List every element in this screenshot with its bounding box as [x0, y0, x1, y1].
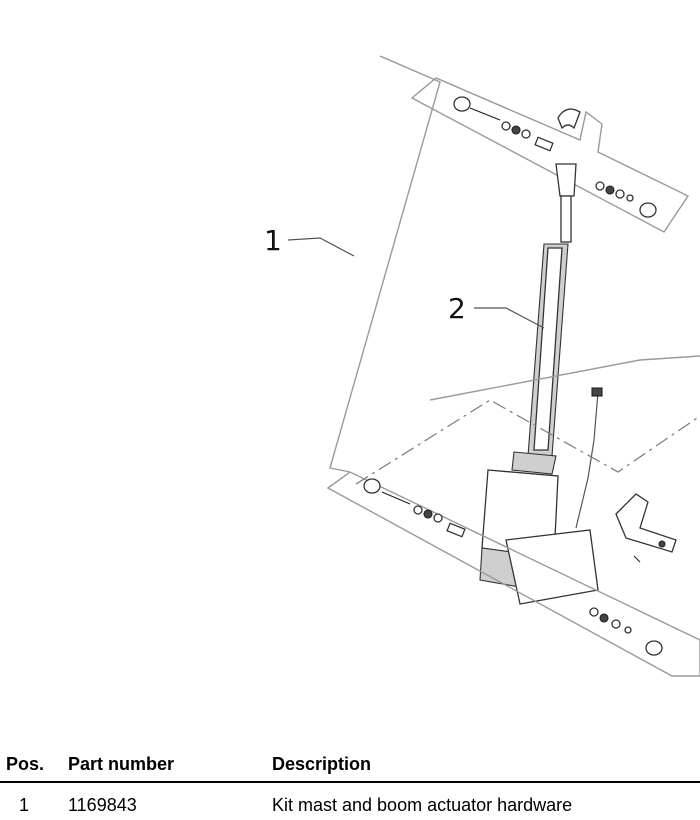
callout-leader-2 [474, 307, 545, 329]
actuator-cable [575, 391, 599, 529]
mounting-plate-reference [355, 399, 700, 485]
right-frame-outline [429, 355, 700, 401]
header-part-number: Part number [68, 752, 272, 783]
kit-boundary-outline [329, 55, 441, 473]
table-header-row: Pos. Part number Description [0, 752, 700, 783]
lower-hardware-panel [326, 471, 700, 677]
header-pos: Pos. [0, 752, 68, 783]
row-description: Kit mast and boom actuator hardware [272, 795, 573, 815]
row-pos: 1 [18, 795, 29, 815]
mounting-bracket [615, 493, 677, 563]
upper-hardware-panel [410, 77, 690, 233]
cable-connector [591, 387, 603, 397]
row-part-number: 1169843 [68, 795, 137, 815]
header-description: Description [272, 752, 700, 783]
upper-pin-assembly [453, 96, 657, 218]
parts-table: Pos. Part number Description 1 1169843 K… [0, 752, 700, 820]
callout-leader-1 [287, 237, 355, 257]
exploded-parts-diagram: 1 2 [264, 55, 700, 677]
callout-label-2: 2 [448, 292, 466, 325]
actuator [479, 163, 599, 605]
table-row: 1 1169843 Kit mast and boom actuator har… [0, 782, 700, 820]
callout-label-1: 1 [264, 224, 282, 257]
lower-pin-assembly [363, 478, 663, 656]
